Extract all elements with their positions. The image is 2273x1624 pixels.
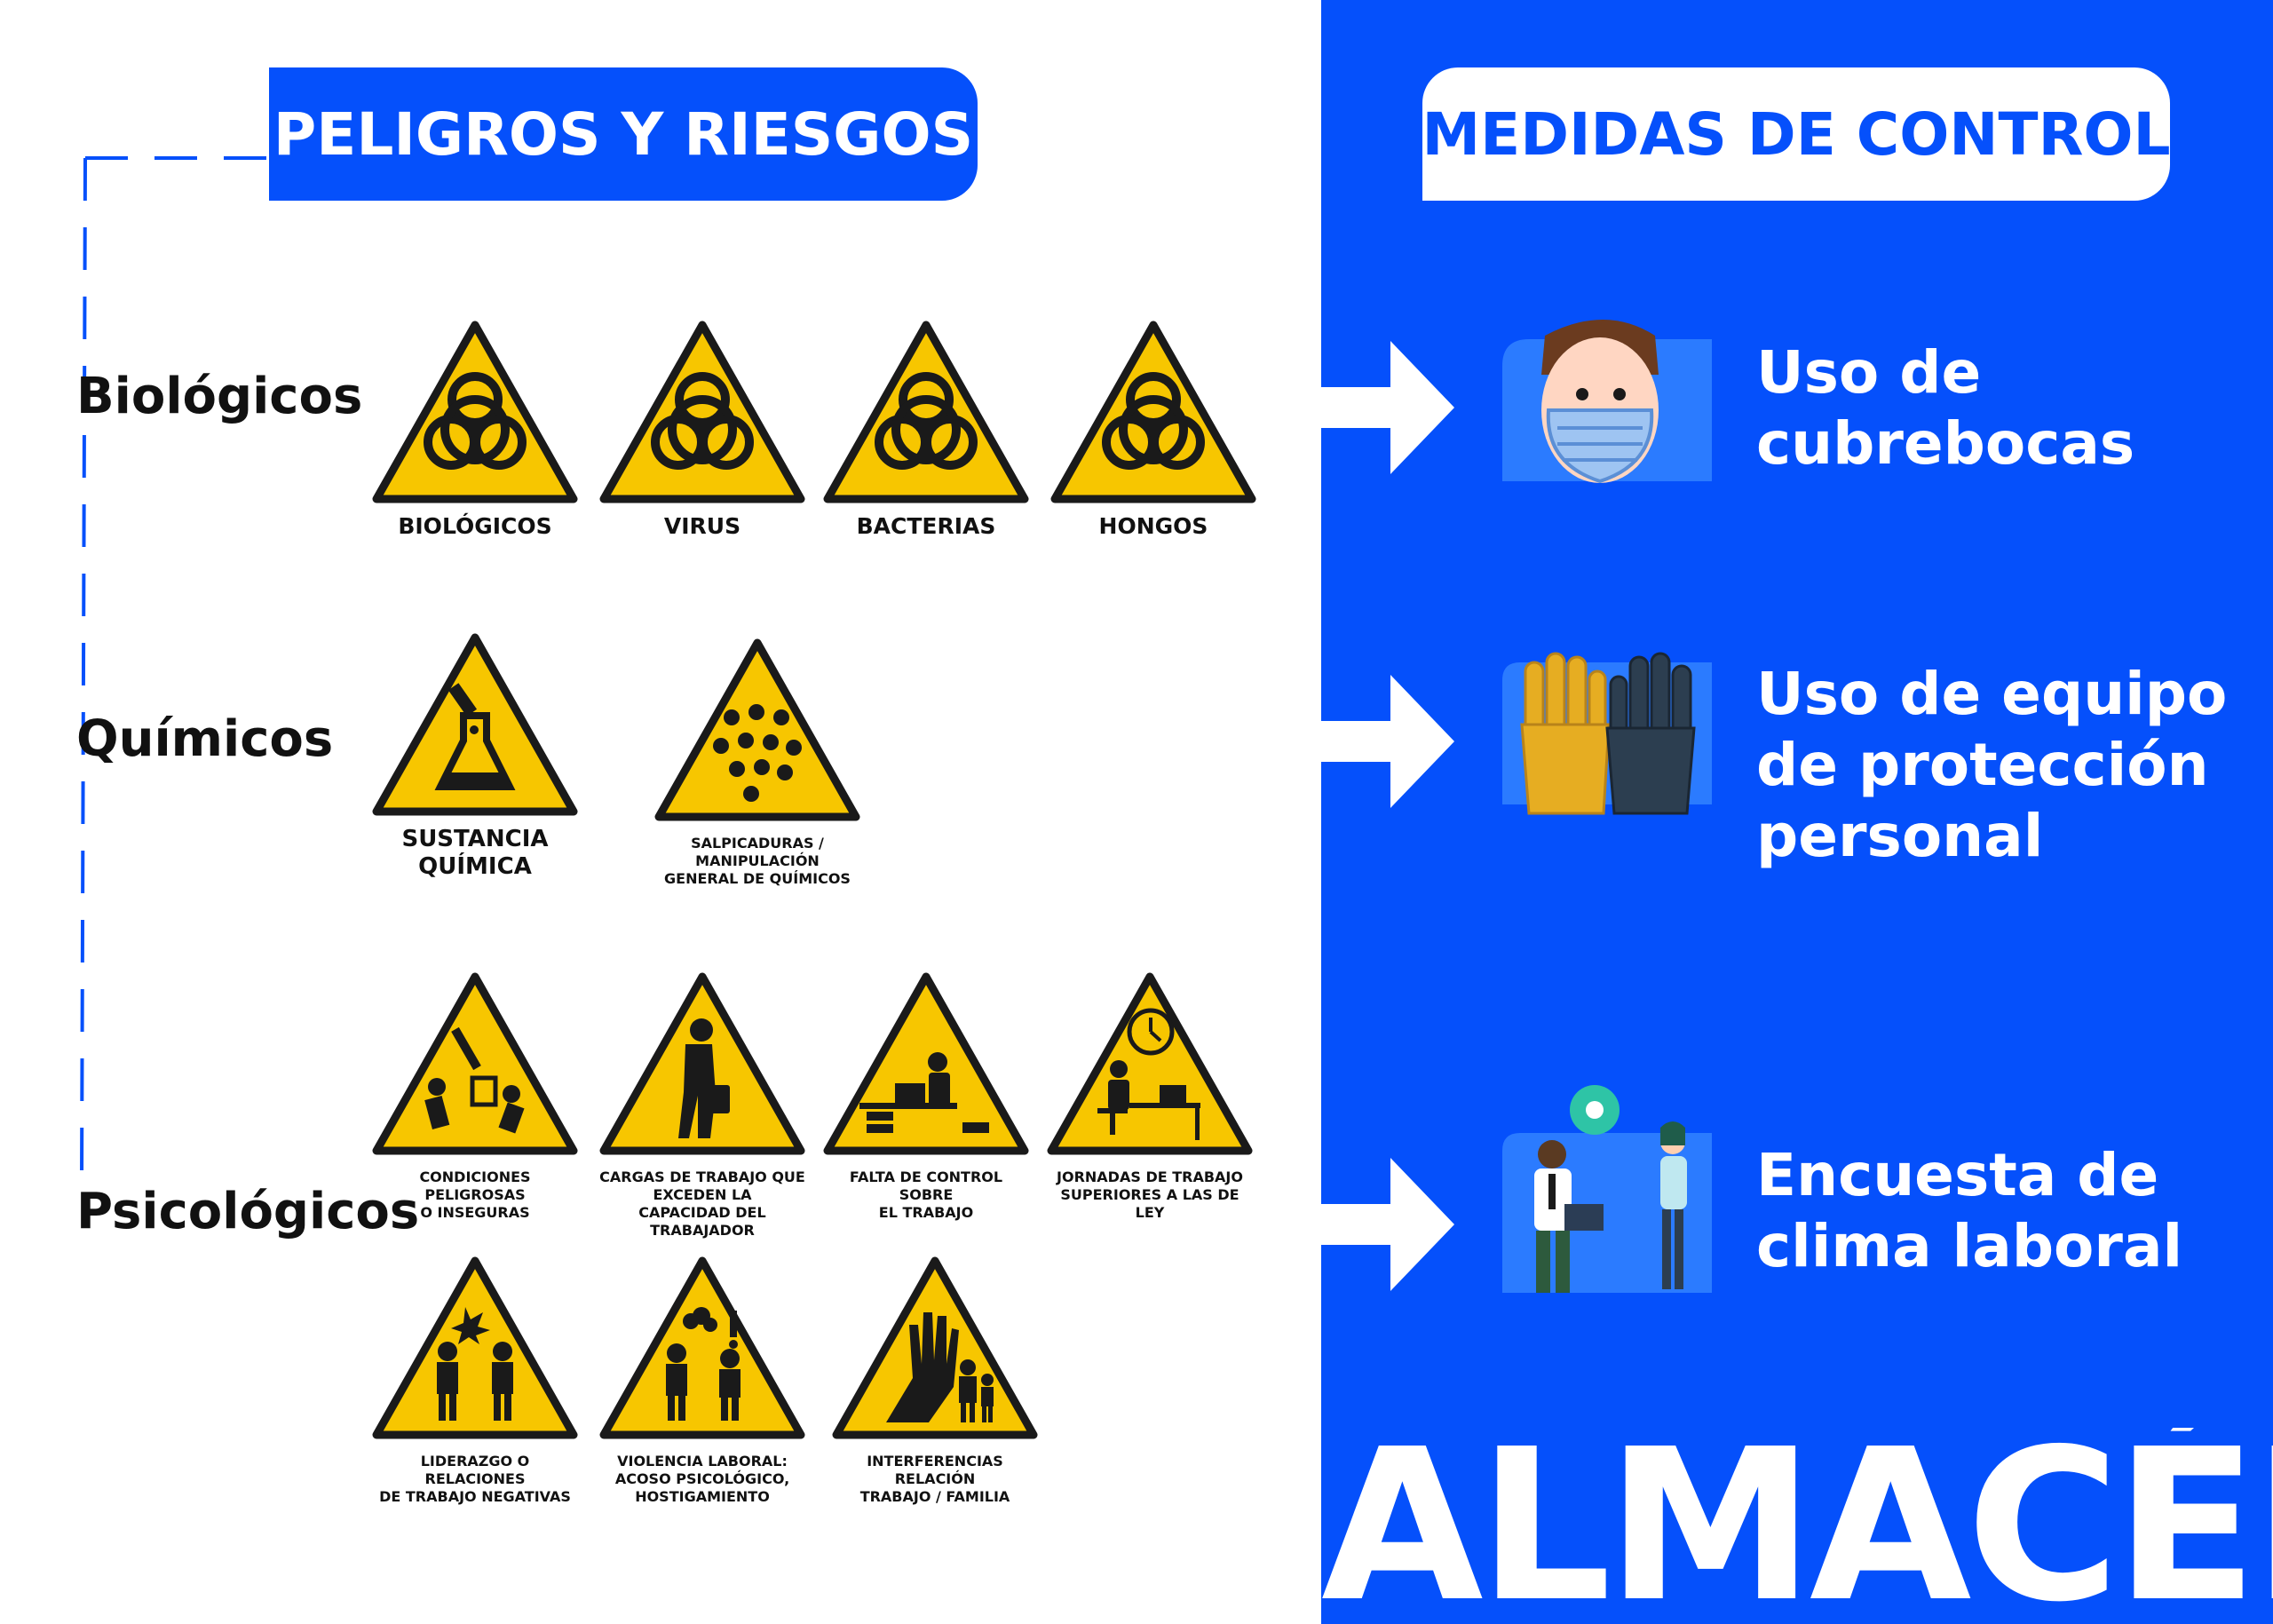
sign-caption: INTERFERENCIAS RELACIÓN TRABAJO / FAMILI… [859, 1453, 1010, 1505]
flask-icon [372, 633, 578, 816]
sign-caption: HONGOS [1098, 513, 1208, 539]
control-equipo-proteccion: Uso de equipo de protección personal [1756, 660, 2228, 870]
sign-sustancia-quimica: SUSTANCIA QUÍMICA [369, 630, 581, 881]
sign-caption: VIOLENCIA LABORAL: ACOSO PSICOLÓGICO, HO… [614, 1453, 790, 1505]
header-hazards: PELIGROS Y RIESGOS [269, 67, 978, 201]
header-controls: MEDIDAS DE CONTROL [1422, 67, 2171, 201]
sign-caption: FALTA DE CONTROL SOBRE EL TRABAJO [849, 1168, 1003, 1221]
sign-condiciones-peligrosas: CONDICIONES PELIGROSAS O INSEGURAS [369, 970, 581, 1222]
mask-person-icon [1502, 320, 1712, 484]
control-panel [1321, 0, 2273, 1624]
sign-liderazgo: LIDERAZGO O RELACIONES DE TRABAJO NEGATI… [369, 1254, 581, 1506]
stop-hand-family-icon [832, 1256, 1038, 1439]
sign-caption: BIOLÓGICOS [398, 513, 552, 539]
sign-jornadas-trabajo: JORNADAS DE TRABAJO SUPERIORES A LAS DE … [1044, 970, 1255, 1222]
arrow-right-icon [1321, 675, 1454, 808]
sign-caption: CONDICIONES PELIGROSAS O INSEGURAS [419, 1168, 531, 1221]
conflict-people-icon [372, 1256, 578, 1439]
sign-hongos: HONGOS [1048, 318, 1259, 540]
sign-caption: VIRUS [663, 513, 741, 539]
category-quimicos: Químicos [76, 710, 334, 768]
sign-caption: CARGAS DE TRABAJO QUE EXCEDEN LA CAPACID… [599, 1168, 805, 1239]
tired-worker-icon [599, 972, 805, 1155]
arrow-right-icon [1321, 341, 1454, 474]
clock-icon [1127, 1008, 1175, 1056]
biohazard-icon [1050, 321, 1256, 503]
survey-people-icon [1502, 1085, 1712, 1293]
sign-virus: VIRUS [597, 318, 808, 540]
sign-caption: SALPICADURAS / MANIPULACIÓN GENERAL DE Q… [664, 835, 851, 887]
control-encuesta-clima: Encuesta de clima laboral [1756, 1141, 2183, 1280]
category-biologicos: Biológicos [76, 368, 363, 425]
sign-bacterias: BACTERIAS [820, 318, 1032, 540]
dashed-bracket [80, 156, 266, 1182]
sign-salpicaduras: SALPICADURAS / MANIPULACIÓN GENERAL DE Q… [652, 636, 863, 888]
arrow-right-icon [1321, 1158, 1454, 1291]
sign-caption: LIDERAZGO O RELACIONES DE TRABAJO NEGATI… [379, 1453, 571, 1505]
sign-violencia-laboral: VIOLENCIA LABORAL: ACOSO PSICOLÓGICO, HO… [597, 1254, 808, 1506]
sign-caption: BACTERIAS [856, 513, 996, 539]
sign-caption: SUSTANCIA QUÍMICA [401, 826, 549, 880]
sign-interferencias: INTERFERENCIAS RELACIÓN TRABAJO / FAMILI… [829, 1254, 1041, 1506]
biohazard-icon [599, 321, 805, 503]
sign-falta-control: FALTA DE CONTROL SOBRE EL TRABAJO [820, 970, 1032, 1222]
sign-caption: JORNADAS DE TRABAJO SUPERIORES A LAS DE … [1057, 1168, 1243, 1221]
sign-biologicos: BIOLÓGICOS [369, 318, 581, 540]
biohazard-icon [823, 321, 1029, 503]
sign-cargas-trabajo: CARGAS DE TRABAJO QUE EXCEDEN LA CAPACID… [597, 970, 808, 1240]
gloves-icon [1502, 652, 1712, 815]
area-title: ALMACÉN [1321, 1428, 2273, 1624]
clock-worker-icon [1047, 972, 1253, 1155]
splash-icon [654, 638, 860, 821]
harassment-icon [599, 1256, 805, 1439]
desk-worker-icon [823, 972, 1029, 1155]
biohazard-icon [372, 321, 578, 503]
category-psicologicos: Psicológicos [76, 1183, 420, 1240]
control-cubrebocas: Uso de cubrebocas [1756, 338, 2135, 478]
hazard-accident-icon [372, 972, 578, 1155]
